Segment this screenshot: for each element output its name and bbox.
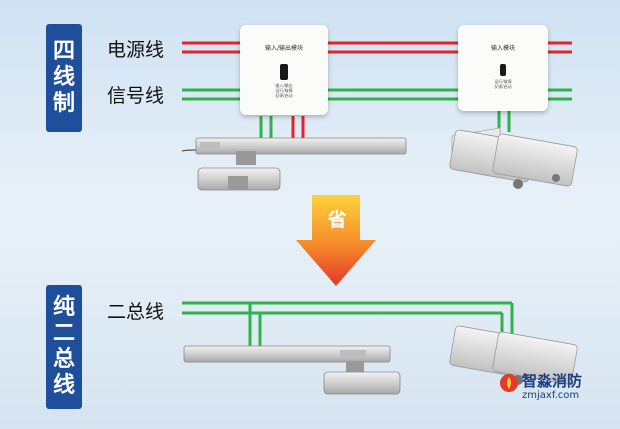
door-closer-bottom bbox=[183, 345, 401, 395]
door-holder-top bbox=[449, 127, 578, 189]
door-closer-top bbox=[181, 137, 407, 191]
brand-url: zmjaxf.com bbox=[522, 390, 580, 401]
brand-logo-icon bbox=[500, 374, 518, 392]
io-module-left-text: 输入/输出 运行/故障 反馈/启动 bbox=[275, 83, 293, 98]
input-module-right-text: 运行/故障 反馈/启动 bbox=[494, 79, 512, 89]
signal-line-label: 信号线 bbox=[107, 85, 165, 107]
io-module-left-indicator bbox=[280, 64, 288, 80]
brand-name: 智淼消防 bbox=[522, 372, 583, 390]
io-module-left: 输入/输出模块 输入/输出 运行/故障 反馈/启动 bbox=[240, 25, 328, 115]
input-module-right-indicator bbox=[500, 64, 506, 76]
bus-line-label: 二总线 bbox=[107, 301, 165, 323]
power-line-label: 电源线 bbox=[107, 39, 165, 61]
four-wire-label: 四 线 制 bbox=[46, 24, 82, 132]
door-holder-bottom bbox=[449, 325, 578, 385]
io-module-left-title: 输入/输出模块 bbox=[264, 45, 304, 52]
input-module-right: 输入模块 运行/故障 反馈/启动 bbox=[458, 25, 548, 111]
bus-lines bbox=[182, 301, 514, 350]
down-arrow bbox=[296, 195, 376, 286]
arrow-save-text: 省 bbox=[327, 209, 347, 231]
brand: 智淼消防 zmjaxf.com bbox=[500, 370, 610, 406]
two-bus-label: 纯 二 总 线 bbox=[46, 285, 82, 409]
input-module-right-title: 输入模块 bbox=[490, 45, 515, 52]
